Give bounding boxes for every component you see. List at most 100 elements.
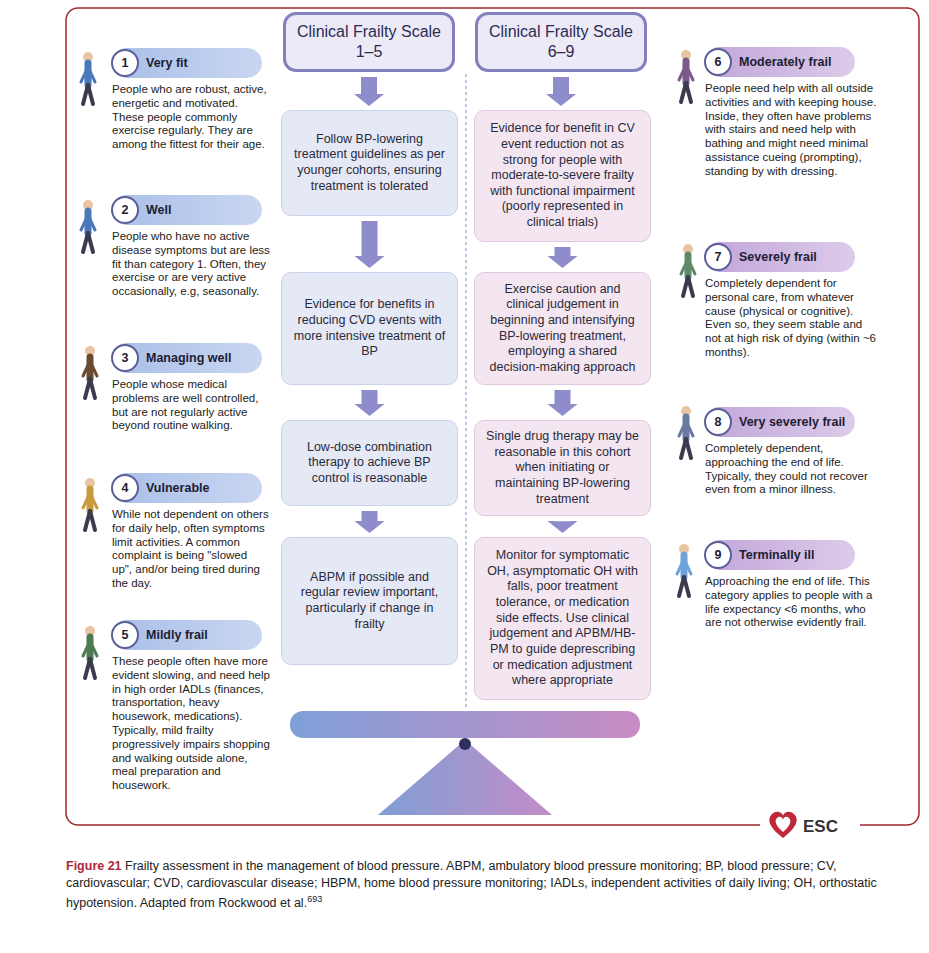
node-text: 6: [715, 55, 722, 69]
flow-arrow: [548, 390, 578, 416]
figure-arm: [688, 259, 695, 274]
divider: [465, 74, 466, 708]
category-description: People who have no active disease sympto…: [112, 230, 270, 299]
flow-arrow: [548, 521, 578, 533]
category-number: 5: [111, 621, 139, 649]
flow-arrow: [355, 390, 385, 416]
node-text: Moderately frail: [739, 55, 831, 69]
balance-triangle: [378, 740, 552, 815]
node-text: 9: [715, 548, 722, 562]
category-pill: Mildly frailThese people often have more…: [112, 620, 262, 650]
flow-arrow: [548, 247, 578, 268]
figure-leg: [684, 577, 689, 596]
node-text: Very fit: [146, 56, 188, 70]
category-description: Completely dependent, approaching the en…: [705, 442, 877, 497]
figure-leg: [90, 379, 95, 398]
guidance-box: Follow BP-lowering treatment guidelines …: [281, 110, 458, 216]
frame: [66, 8, 919, 825]
pivot: [459, 738, 471, 750]
node-text: Mildly frail: [146, 628, 208, 642]
node-text: Follow BP-lowering treatment guidelines …: [291, 132, 448, 195]
caption: Figure 21 Frailty assessment in the mana…: [66, 858, 921, 912]
flow-arrow: [355, 511, 385, 533]
guidance-box: Low-dose combination therapy to achieve …: [281, 420, 458, 506]
balance-plate: [290, 711, 640, 738]
node-text: Vulnerable: [146, 481, 209, 495]
guidance-box: Single drug therapy may be reasonable in…: [474, 420, 651, 516]
figure-arm: [88, 67, 95, 82]
node-text: Single drug therapy may be reasonable in…: [484, 429, 641, 507]
category-pill: Very severely frailCompletely dependent,…: [705, 407, 855, 437]
category-description: Approaching the end of life. This catego…: [705, 575, 877, 630]
figure-arm: [90, 361, 97, 376]
guidance-box: Monitor for symptomatic OH, asymptomatic…: [474, 537, 651, 700]
node-text: Monitor for symptomatic OH, asymptomatic…: [484, 548, 641, 689]
category-pill: WellPeople who have no active disease sy…: [112, 195, 262, 225]
figure-leg: [88, 233, 93, 252]
logo-text: ESC: [800, 817, 841, 837]
node-text: 3: [122, 351, 129, 365]
node-text: 1: [122, 56, 129, 70]
category-pill: Managing wellPeople whose medical proble…: [112, 343, 262, 373]
node-text: Managing well: [146, 351, 231, 365]
node-text: Well: [146, 203, 171, 217]
category-pill: Terminally illApproaching the end of lif…: [705, 540, 855, 570]
node-text: Clinical Frailty Scale 1–5: [296, 22, 442, 62]
figure-arm: [679, 65, 686, 80]
node-text: Low-dose combination therapy to achieve …: [291, 440, 448, 487]
figure-arm: [81, 67, 88, 82]
category-number: 2: [111, 196, 139, 224]
node-text: 2: [122, 203, 129, 217]
node-text: 5: [122, 628, 129, 642]
figure-arm: [686, 421, 693, 436]
guidance-box: Evidence for benefits in reducing CVD ev…: [281, 272, 458, 385]
figure-leg: [686, 439, 691, 458]
category-number: 6: [704, 48, 732, 76]
figure-arm: [679, 421, 686, 436]
category-pill: VulnerableWhile not dependent on others …: [112, 473, 262, 503]
logo-gap: [760, 812, 860, 838]
node-text: ABPM if possible and regular review impo…: [291, 570, 448, 633]
scale-header: Clinical Frailty Scale 1–5: [283, 12, 455, 72]
category-number: 8: [704, 408, 732, 436]
figure-arm: [90, 641, 97, 656]
category-description: People need help with all outside activi…: [705, 82, 877, 179]
figure-leg: [90, 511, 95, 530]
category-number: 9: [704, 541, 732, 569]
flow-arrow: [355, 221, 385, 268]
figure-leg: [686, 83, 691, 102]
category-description: Completely dependent for personal care, …: [705, 277, 877, 360]
node-text: Terminally ill: [739, 548, 815, 562]
node-text: 4: [122, 481, 129, 495]
guidance-box: ABPM if possible and regular review impo…: [281, 537, 458, 665]
node-text: 8: [715, 415, 722, 429]
node-text: Evidence for benefits in reducing CVD ev…: [291, 297, 448, 360]
category-pill: Moderately frailPeople need help with al…: [705, 47, 855, 77]
figure-arm: [83, 641, 90, 656]
guidance-box: Exercise caution and clinical judgement …: [474, 272, 651, 385]
category-description: While not dependent on others for daily …: [112, 508, 270, 591]
scale-header: Clinical Frailty Scale 6–9: [475, 12, 647, 72]
figure-arm: [681, 259, 688, 274]
node-text: Exercise caution and clinical judgement …: [484, 282, 641, 376]
figure-leg: [688, 277, 693, 296]
figure-arm: [90, 493, 97, 508]
node-text: Very severely frail: [739, 415, 845, 429]
flow-arrow: [546, 77, 576, 106]
category-pill: Very fitPeople who are robust, active, e…: [112, 48, 262, 78]
category-number: 1: [111, 49, 139, 77]
node-text: Evidence for benefit in CV event reducti…: [484, 121, 641, 230]
esc-heart-inner: [776, 817, 791, 832]
figure-leg: [88, 85, 93, 104]
figure-arm: [81, 215, 88, 230]
figure-arm: [83, 493, 90, 508]
category-pill: Severely frailCompletely dependent for p…: [705, 242, 855, 272]
figure-arm: [684, 559, 691, 574]
category-number: 4: [111, 474, 139, 502]
reference-number: 693: [307, 894, 322, 904]
figure-arm: [677, 559, 684, 574]
figure-leg: [90, 659, 95, 678]
node-text: Severely frail: [739, 250, 817, 264]
node-text: 7: [715, 250, 722, 264]
